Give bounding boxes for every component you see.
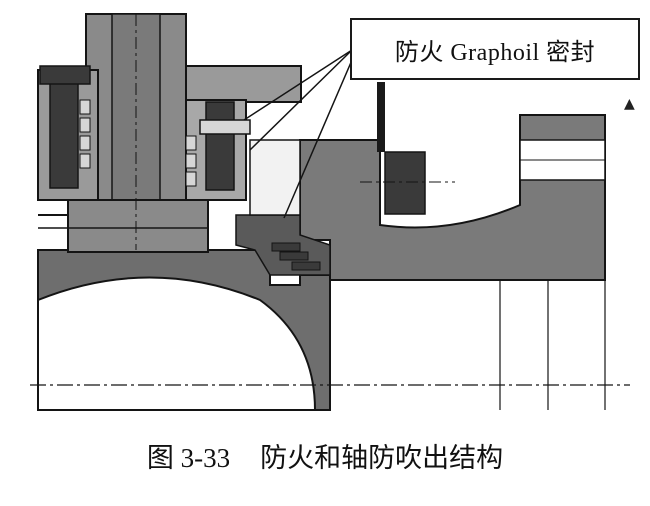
- callout-label: 防火 Graphoil 密封: [394, 39, 596, 66]
- vertical-reference-lines: [329, 280, 606, 410]
- right-bolt: [205, 101, 235, 191]
- seal-ring-light: [249, 139, 301, 216]
- left-bolt: [49, 77, 79, 189]
- left-bolt-head: [39, 65, 91, 85]
- figure-title: 防火和轴防吹出结构: [260, 443, 504, 473]
- callout-leader-lines: [243, 49, 353, 219]
- right-gland-top: [185, 65, 302, 103]
- left-packing-rings: [79, 99, 91, 169]
- flange-bolt-nut: [384, 151, 426, 215]
- right-seal-ring: [199, 119, 251, 135]
- corner-mark: ▲: [624, 96, 635, 112]
- stem-base: [67, 199, 209, 253]
- figure-number: 图 3-33: [146, 443, 231, 473]
- flange-bolt-shank: [377, 82, 385, 152]
- graphoil-seal-callout: 防火 Graphoil 密封: [350, 18, 640, 80]
- right-packing-rings: [185, 135, 197, 187]
- graphoil-seal-rings: [271, 242, 321, 271]
- bore-cutout: [37, 276, 317, 411]
- figure-caption: 图 3-33 防火和轴防吹出结构: [0, 436, 650, 475]
